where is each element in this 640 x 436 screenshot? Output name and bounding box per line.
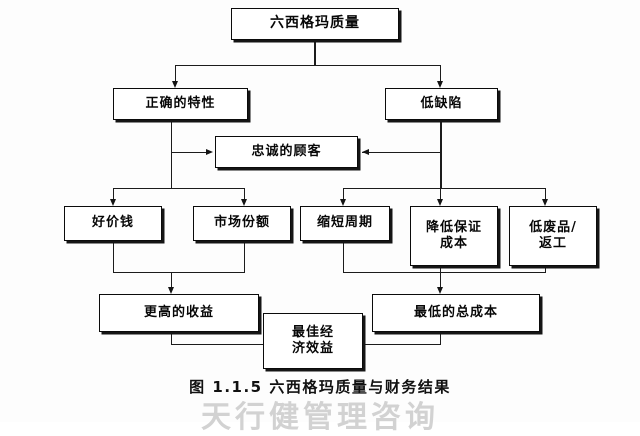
- connector-left-branch-bus: [113, 188, 245, 190]
- connector-right-to-loyal: [362, 152, 441, 154]
- node-label: 最佳经 济效益: [291, 324, 334, 356]
- connector-correct-features-trunk: [171, 120, 173, 188]
- arrowhead-to-correct-features: [172, 81, 178, 88]
- connector-revenue-to-benefit: [171, 344, 265, 346]
- arrowhead-to-market-share: [241, 199, 247, 206]
- node-lowest-total-cost[interactable]: 最低的总成本: [372, 294, 540, 332]
- node-label: 低缺陷: [420, 95, 463, 111]
- arrowhead-loyal-left: [206, 148, 213, 155]
- connector-l1-left-drop: [175, 65, 177, 83]
- connector-cost-down: [440, 332, 442, 345]
- connector-shorter-cycle-down: [343, 241, 345, 273]
- node-label: 六西格玛质量: [270, 15, 360, 32]
- connector-right-branch-bus: [343, 188, 546, 190]
- arrowhead-loyal-right: [362, 148, 369, 155]
- node-good-price[interactable]: 好价钱: [64, 206, 162, 241]
- node-label: 低废品/ 返工: [529, 219, 577, 251]
- node-correct-features[interactable]: 正确的特性: [113, 88, 248, 120]
- node-low-defects[interactable]: 低缺陷: [385, 88, 498, 120]
- arrowhead-to-warranty-cost: [437, 199, 443, 206]
- arrowhead-to-shorter-cycle: [340, 199, 346, 206]
- connector-market-share-down: [244, 241, 246, 273]
- arrowhead-to-scrap-rework: [542, 199, 548, 206]
- node-label: 正确的特性: [145, 95, 216, 111]
- node-label: 最低的总成本: [413, 304, 498, 320]
- connector-market-share-drop: [244, 188, 246, 201]
- connector-revenue-down: [171, 332, 173, 345]
- node-label: 市场份额: [213, 215, 270, 231]
- connector-low-defects-trunk: [440, 120, 442, 188]
- node-label: 好价钱: [91, 215, 134, 231]
- connector-l1-bus: [175, 65, 441, 67]
- node-label: 缩短周期: [316, 215, 373, 231]
- node-market-share[interactable]: 市场份额: [193, 206, 291, 241]
- connector-scrap-down: [545, 266, 547, 273]
- arrowhead-to-good-price: [110, 199, 116, 206]
- figure-caption: 图 1.1.5 六西格玛质量与财务结果: [189, 378, 451, 396]
- arrowhead-to-lowest-total-cost: [437, 287, 443, 294]
- connector-scrap-drop: [545, 188, 547, 201]
- connector-good-price-drop: [113, 188, 115, 201]
- connector-shorter-cycle-drop: [343, 188, 345, 201]
- connector-l1-right-drop: [440, 65, 442, 83]
- node-shorter-cycle[interactable]: 缩短周期: [300, 206, 390, 241]
- arrowhead-to-low-defects: [437, 81, 443, 88]
- connector-cost-to-benefit: [361, 344, 441, 346]
- node-six-sigma-quality[interactable]: 六西格玛质量: [231, 8, 399, 40]
- connector-to-lowest-total-cost: [440, 272, 442, 289]
- node-label: 忠诚的顾客: [251, 143, 322, 159]
- node-loyal-customers[interactable]: 忠诚的顾客: [215, 136, 358, 168]
- figure-canvas: 六西格玛质量 正确的特性 低缺陷 忠诚的顾客 好价钱 市场份额 缩: [64, 8, 597, 435]
- connector-warranty-down: [440, 266, 442, 273]
- connector-left-to-loyal: [171, 152, 209, 154]
- node-less-scrap-rework[interactable]: 低废品/ 返工: [509, 206, 597, 266]
- watermark-text: 天行健管理咨询: [201, 400, 439, 435]
- connector-warranty-drop: [440, 188, 442, 201]
- node-label: 降低保证 成本: [425, 219, 482, 251]
- connector-cost-merge-bus: [343, 272, 546, 274]
- connector-to-higher-revenue: [171, 272, 173, 289]
- connector-revenue-merge-bus: [113, 272, 245, 274]
- node-higher-revenue[interactable]: 更高的收益: [99, 294, 259, 332]
- node-label: 更高的收益: [143, 304, 214, 320]
- connector-l1-stem: [314, 40, 316, 66]
- connector-good-price-down: [113, 241, 115, 273]
- arrowhead-to-higher-revenue: [168, 287, 174, 294]
- node-best-economic-benefit[interactable]: 最佳经 济效益: [263, 313, 363, 369]
- node-lower-warranty-cost[interactable]: 降低保证 成本: [410, 206, 498, 266]
